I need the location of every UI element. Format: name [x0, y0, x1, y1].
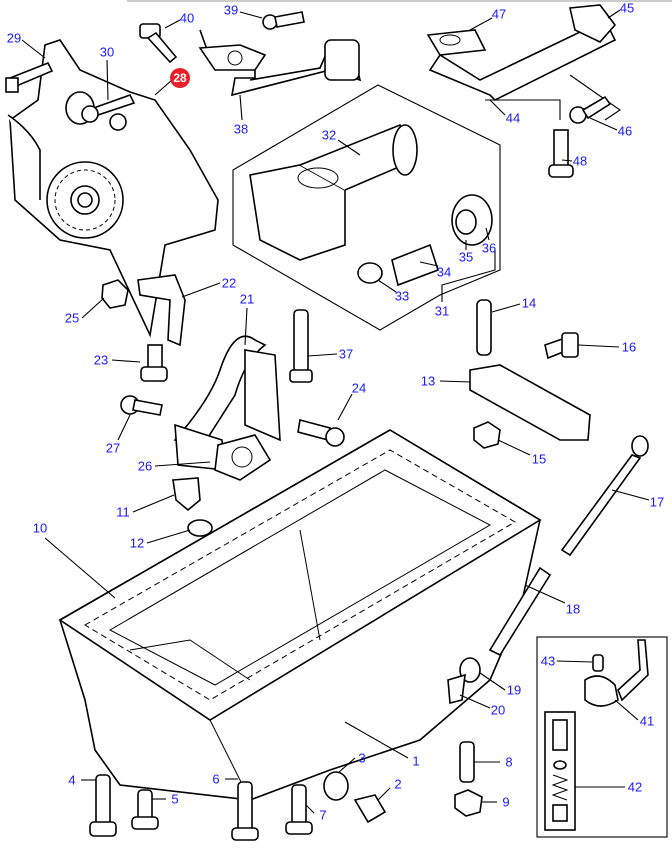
baffle-13: [469, 364, 591, 441]
callout-16: 16: [621, 339, 637, 355]
bolt-5: [131, 789, 159, 830]
callout-23: 23: [93, 352, 109, 368]
callout-39: 39: [223, 2, 239, 18]
callout-25: 25: [64, 310, 80, 326]
callout-34: 34: [436, 264, 452, 280]
callout-2: 2: [394, 776, 402, 792]
callout-32: 32: [321, 127, 337, 143]
bolt-30: [81, 94, 136, 123]
callout-27: 27: [105, 440, 121, 456]
callout-22: 22: [221, 275, 237, 291]
callout-10: 10: [32, 520, 48, 536]
stud-8: [459, 741, 475, 783]
callout-36: 36: [481, 240, 497, 256]
bolt-7: [285, 784, 313, 835]
callout-31: 31: [434, 303, 450, 319]
callout-6: 6: [212, 771, 220, 787]
callout-17: 17: [649, 494, 665, 510]
connector-19-20: [447, 657, 481, 705]
callout-43: 43: [540, 653, 556, 669]
pipe-44: [426, 4, 621, 121]
bolt-46: [569, 95, 612, 124]
callout-46: 46: [617, 123, 633, 139]
callout-5: 5: [171, 791, 179, 807]
callout-26: 26: [137, 458, 153, 474]
relief-valve-group: [232, 84, 501, 331]
callout-35: 35: [458, 249, 474, 265]
washer-3: [323, 771, 349, 801]
callout-37: 37: [338, 346, 354, 362]
bolt-29: [5, 61, 54, 93]
callout-19: 19: [506, 682, 522, 698]
callout-41: 41: [639, 713, 655, 729]
callout-45: 45: [619, 0, 635, 16]
bolt-24: [297, 419, 345, 447]
callout-29: 29: [6, 30, 22, 46]
stud-37: [289, 309, 313, 383]
bracket-22: [137, 274, 186, 347]
plug-11: [172, 477, 201, 512]
callout-33: 33: [394, 288, 410, 304]
leader-lines: [21, 9, 650, 814]
pickup-pipe-21: [173, 335, 281, 481]
callout-20: 20: [490, 702, 506, 718]
bolt-48: [548, 129, 574, 178]
bolt-27: [120, 395, 163, 416]
callout-14: 14: [521, 295, 537, 311]
seal-12: [187, 519, 213, 537]
callout-47: 47: [491, 6, 507, 22]
bolt-39: [262, 11, 305, 30]
callout-15: 15: [531, 451, 547, 467]
nut-9: [454, 789, 483, 817]
bolt-40: [139, 23, 178, 64]
oil-pump-part: [7, 39, 219, 338]
oil-sump-1: [58, 429, 542, 801]
callout-44: 44: [505, 110, 521, 126]
nut-15: [473, 421, 501, 449]
callout-28[interactable]: 28: [170, 68, 190, 88]
callout-38: 38: [233, 121, 249, 137]
bolt-4: [89, 774, 117, 837]
callout-30: 30: [99, 44, 115, 60]
plug-2: [353, 794, 387, 824]
callout-42: 42: [627, 779, 643, 795]
callout-12: 12: [129, 535, 145, 551]
stud-14: [476, 299, 492, 356]
callout-8: 8: [505, 754, 513, 770]
callout-40: 40: [179, 10, 195, 26]
callout-11: 11: [116, 504, 130, 520]
callout-48: 48: [572, 153, 588, 169]
callout-13: 13: [420, 373, 436, 389]
dipstick-17: [560, 435, 649, 557]
callout-1: 1: [412, 753, 420, 769]
callout-9: 9: [502, 794, 510, 810]
callout-4: 4: [68, 772, 76, 788]
callout-24: 24: [351, 380, 367, 396]
callout-3: 3: [358, 750, 366, 766]
inset-box: [536, 636, 668, 838]
callout-18: 18: [565, 601, 581, 617]
callout-21: 21: [239, 291, 255, 307]
bolt-6: [231, 781, 259, 841]
callout-7: 7: [319, 807, 327, 823]
nut-25: [101, 279, 129, 309]
pipe-38: [198, 29, 362, 97]
bolt-16: [544, 332, 579, 360]
bolt-23: [140, 344, 168, 382]
